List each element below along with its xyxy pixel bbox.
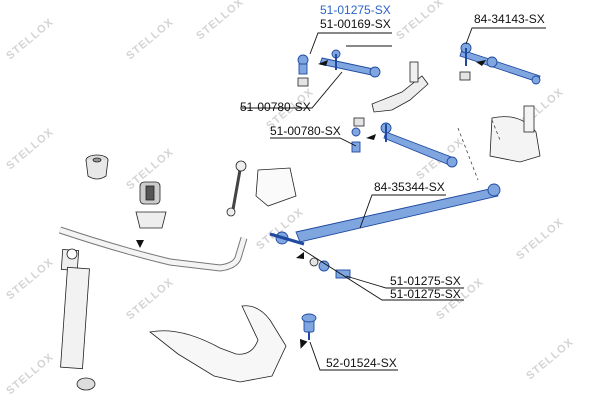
nut [459, 71, 471, 81]
shock-absorber [60, 248, 96, 391]
direction-arrows [136, 60, 486, 349]
pitman-arm [371, 75, 429, 113]
watermark: STELLOX [524, 336, 576, 382]
part-label-51-01275-sx[interactable]: 51-01275-SX [390, 274, 461, 288]
part-label-51-00169-sx[interactable]: 51-00169-SX [320, 17, 391, 31]
leader-line-p4 [240, 71, 343, 109]
stabilizer-bracket [135, 181, 167, 229]
part-label-51-01275-sx[interactable]: 51-01275-SX [320, 3, 391, 17]
watermark: STELLOX [194, 0, 246, 42]
leader-lines [240, 27, 546, 371]
stabilizer-bar [58, 226, 248, 272]
watermark: STELLOX [254, 206, 306, 252]
watermark: STELLOX [394, 0, 446, 42]
nut-parts [297, 71, 471, 267]
watermark: STELLOX [4, 351, 56, 397]
background-parts [58, 61, 541, 391]
leader-line-p9 [309, 341, 398, 371]
bushing-part [85, 154, 109, 180]
washer [309, 257, 319, 267]
watermark: STELLOX [4, 16, 56, 62]
right-tie-rod [459, 42, 541, 85]
arrow-icon [366, 134, 376, 140]
leader-line-p1 [309, 32, 392, 55]
arrow-icon [136, 240, 144, 248]
watermark: STELLOX [4, 126, 56, 172]
center-link [269, 183, 501, 246]
stabilizer-link [226, 160, 247, 217]
lower-control-arm [149, 305, 287, 383]
part-label-51-01275-sx[interactable]: 51-01275-SX [390, 287, 461, 301]
leader-line-p5 [270, 137, 357, 147]
part-label-84-34143-sx[interactable]: 84-34143-SX [474, 12, 545, 26]
part-label-51-00780-sx[interactable]: 51-00780-SX [270, 124, 341, 138]
watermark: STELLOX [514, 216, 566, 262]
arrow-icon [318, 60, 328, 66]
arrow-icon [476, 60, 486, 66]
nut [353, 117, 365, 127]
leader-line-p3 [465, 27, 546, 45]
nut [297, 77, 309, 87]
bolt-parts [297, 54, 361, 279]
leader-line-p7 [345, 275, 464, 289]
part-label-51-00780-sx[interactable]: 51-00780-SX [240, 100, 311, 114]
middle-tie-rod [380, 122, 458, 168]
watermark: STELLOX [4, 256, 56, 302]
leader-line-p8 [299, 247, 464, 301]
arrow-icon [296, 252, 304, 259]
leader-line-p6 [359, 194, 446, 229]
part-label-52-01524-sx[interactable]: 52-01524-SX [326, 356, 397, 370]
part-label-84-35344-sx[interactable]: 84-35344-SX [374, 180, 445, 194]
arrow-icon [299, 338, 308, 349]
upper-tie-rod [319, 49, 381, 78]
frame-bracket [255, 167, 297, 207]
highlighted-parts [269, 42, 541, 340]
ball-joint [301, 313, 317, 340]
watermark: STELLOX [124, 16, 176, 62]
watermark: STELLOX [124, 276, 176, 322]
